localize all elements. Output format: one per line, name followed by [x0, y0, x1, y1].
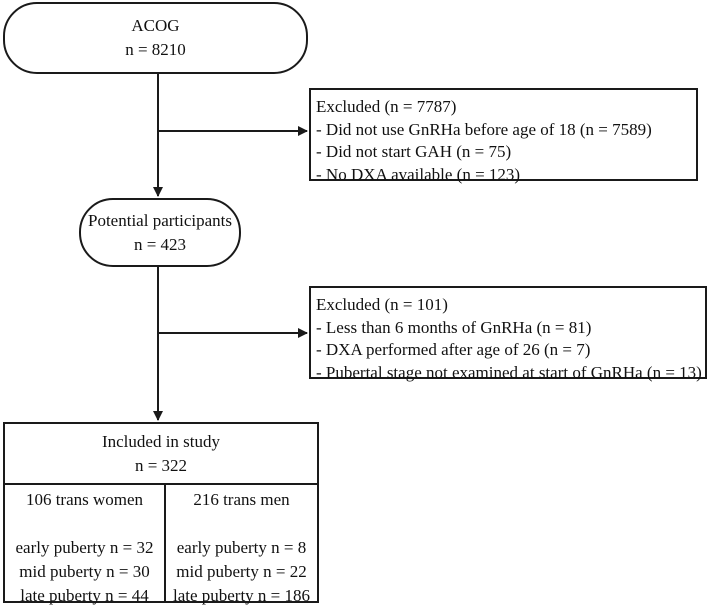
group-row: mid puberty n = 30 [19, 562, 150, 581]
included-header: Included in study n = 322 [5, 430, 317, 478]
excluded-1-item: - Did not use GnRHa before age of 18 (n … [316, 119, 652, 139]
group-row: mid puberty n = 22 [176, 562, 307, 581]
group-row: early puberty n = 8 [176, 538, 307, 557]
excluded-1-item: - No DXA available (n = 123) [316, 164, 521, 184]
excluded-2-item: - DXA performed after age of 26 (n = 7) [316, 340, 591, 359]
included-box: Included in study n = 322 106 trans wome… [3, 422, 319, 605]
included-count: n = 322 [134, 456, 188, 475]
potential-count: n = 423 [133, 234, 187, 254]
included-divider-vertical [164, 485, 166, 601]
group-trans-men: 216 trans men early puberty n = 8 mid pu… [166, 488, 317, 608]
acog-count: n = 8210 [125, 40, 186, 59]
excluded-1-title: Excluded (n = 7787) [316, 97, 457, 116]
excluded-2-item: - Less than 6 months of GnRHa (n = 81) [316, 317, 592, 337]
included-divider-horizontal [5, 483, 317, 485]
potential-title: Potential participants [88, 210, 232, 230]
group-row: late puberty n = 186 [172, 586, 311, 605]
excluded-2-item: - Pubertal stage not examined at start o… [316, 362, 702, 382]
excluded-2-title: Excluded (n = 101) [316, 295, 448, 314]
group-row: late puberty n = 44 [20, 586, 149, 605]
excluded-box-1: Excluded (n = 7787) - Did not use GnRHa … [309, 88, 698, 184]
group-trans-women: 106 trans women early puberty n = 32 mid… [5, 488, 164, 608]
excluded-1-item: - Did not start GAH (n = 75) [316, 142, 512, 161]
acog-box: ACOG n = 8210 [3, 2, 308, 74]
group-header: 106 trans women [25, 490, 144, 509]
acog-title: ACOG [131, 16, 180, 35]
included-title: Included in study [101, 432, 221, 451]
potential-participants-box: Potential participants n = 423 [79, 198, 241, 267]
group-header: 216 trans men [193, 490, 290, 509]
group-row: early puberty n = 32 [15, 538, 154, 557]
excluded-box-2: Excluded (n = 101) - Less than 6 months … [309, 286, 707, 382]
